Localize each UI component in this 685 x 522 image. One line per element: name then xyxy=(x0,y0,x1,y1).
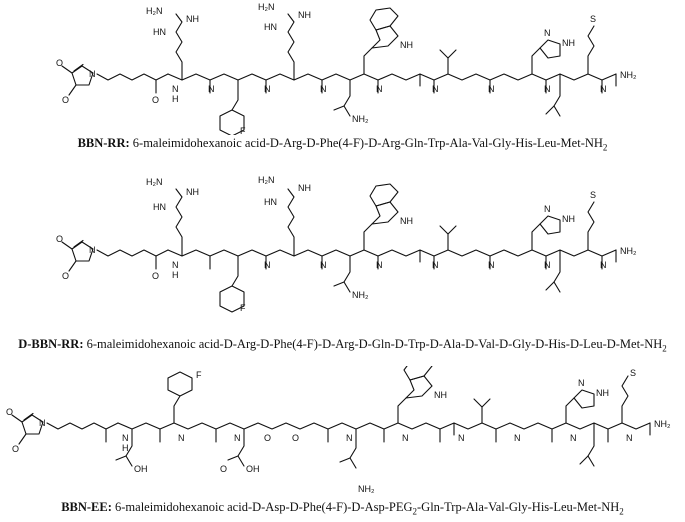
fluoro-atom: F xyxy=(196,370,202,380)
amide-n: N xyxy=(172,84,179,94)
maleimide-o-top: O xyxy=(56,58,63,68)
molecule-description: 6-maleimidohexanoic acid-D-Arg-D-Phe(4-F… xyxy=(132,136,603,150)
guan-h2n: H₂N xyxy=(146,177,163,187)
amide-n: N xyxy=(264,84,271,94)
amide-n: N xyxy=(208,84,215,94)
guan-nh: NH xyxy=(186,14,199,24)
indole-nh: NH xyxy=(434,390,447,400)
maleimide-o-top: O xyxy=(6,407,13,417)
subscript: 2 xyxy=(602,142,608,153)
subscript: 2 xyxy=(662,343,667,354)
c-term-nh2: NH₂ xyxy=(654,419,671,429)
imidazole-n: N xyxy=(544,204,551,214)
c-term-nh2: NH₂ xyxy=(620,70,637,80)
indole-nh: NH xyxy=(400,40,413,50)
imidazole-n: N xyxy=(578,378,585,388)
subscript-peg: 2 xyxy=(412,506,418,517)
guan-h2n: H₂N xyxy=(258,175,275,185)
amide-n: N xyxy=(172,260,179,270)
amide-h: H xyxy=(172,94,179,104)
amide-n: N xyxy=(432,260,439,270)
structure-bbn-ee: O O N N H N N O O N N N N N N OH F OH O xyxy=(6,366,671,494)
caption-bbn-rr: BBN-RR: 6-maleimidohexanoic acid-D-Arg-D… xyxy=(0,136,685,153)
imidazole-nh: NH xyxy=(562,214,575,224)
amide-n: N xyxy=(320,260,327,270)
caption-d-bbn-rr: D-BBN-RR: 6-maleimidohexanoic acid-D-Arg… xyxy=(0,337,685,354)
molecule-name: BBN-RR: xyxy=(77,136,130,150)
molecule-name: BBN-EE: xyxy=(61,500,112,514)
subscript: 2 xyxy=(619,506,624,517)
maleimide-n: N xyxy=(89,69,96,79)
sulfur-atom: S xyxy=(630,368,636,378)
molecule-description-tail: -Gln-Trp-Ala-Val-Gly-His-Leu-Met-NH xyxy=(417,500,620,514)
gln-nh2: NH₂ xyxy=(352,290,369,300)
maleimide-o-bottom: O xyxy=(12,444,19,454)
fluoro-atom: F xyxy=(240,126,246,135)
imidazole-nh: NH xyxy=(596,388,609,398)
amide-n: N xyxy=(544,84,551,94)
amide-o: O xyxy=(152,271,159,281)
amide-n: N xyxy=(376,84,383,94)
guan-hn: HN xyxy=(153,202,166,212)
asp-oh: OH xyxy=(134,464,148,474)
amide-n: N xyxy=(514,433,521,443)
indole-nh: NH xyxy=(400,216,413,226)
guan-nh: NH xyxy=(186,187,199,197)
peg-o: O xyxy=(292,433,299,443)
gln-nh2: NH₂ xyxy=(358,484,375,494)
amide-n: N xyxy=(234,433,241,443)
amide-n: N xyxy=(570,433,577,443)
amide-n: N xyxy=(346,433,353,443)
maleimide-o-bottom: O xyxy=(62,271,69,281)
amide-n: N xyxy=(178,433,185,443)
guan-h2n: H₂N xyxy=(258,2,275,12)
asp-oh: OH xyxy=(246,464,260,474)
amide-n: N xyxy=(376,260,383,270)
molecule-description: 6-maleimidohexanoic acid-D-Arg-D-Phe(4-F… xyxy=(86,337,663,351)
amide-n: N xyxy=(600,84,607,94)
amide-n: N xyxy=(544,260,551,270)
gln-nh2: NH₂ xyxy=(352,114,369,124)
amide-h: H xyxy=(122,443,129,453)
imidazole-nh: NH xyxy=(562,38,575,48)
amide-n: N xyxy=(626,433,633,443)
guan-hn: HN xyxy=(153,27,166,37)
molecule-description: 6-maleimidohexanoic acid-D-Asp-D-Phe(4-F… xyxy=(115,500,413,514)
amide-h: H xyxy=(172,270,179,280)
amide-n: N xyxy=(432,84,439,94)
peg-o: O xyxy=(264,433,271,443)
maleimide-o-top: O xyxy=(56,234,63,244)
amide-n: N xyxy=(458,433,465,443)
amide-n: N xyxy=(264,260,271,270)
guan-nh: NH xyxy=(298,183,311,193)
guan-h2n: H₂N xyxy=(146,6,163,16)
structure-d-bbn-rr: O O N O N H N N N N N N N H₂N NH HN F H₂… xyxy=(56,175,637,313)
amide-n: N xyxy=(320,84,327,94)
guan-hn: HN xyxy=(264,197,277,207)
guan-nh: NH xyxy=(298,10,311,20)
sulfur-atom: S xyxy=(590,190,596,200)
imidazole-n: N xyxy=(544,28,551,38)
amide-n: N xyxy=(488,260,495,270)
amide-n: N xyxy=(402,433,409,443)
caption-bbn-ee: BBN-EE: 6-maleimidohexanoic acid-D-Asp-D… xyxy=(0,500,685,517)
amide-o: O xyxy=(152,95,159,105)
maleimide-n: N xyxy=(39,418,46,428)
fluoro-atom: F xyxy=(240,303,246,313)
acid-o: O xyxy=(220,464,227,474)
molecule-name: D-BBN-RR: xyxy=(18,337,84,351)
guan-hn: HN xyxy=(264,22,277,32)
amide-n: N xyxy=(488,84,495,94)
maleimide-n: N xyxy=(89,245,96,255)
sulfur-atom: S xyxy=(590,14,596,24)
c-term-nh2: NH₂ xyxy=(620,246,637,256)
amide-n: N xyxy=(122,433,129,443)
maleimide-o-bottom: O xyxy=(62,95,69,105)
amide-n: N xyxy=(600,260,607,270)
structure-bbn-rr: O O N O N H N N N N N N N N H₂N NH HN F … xyxy=(56,2,637,135)
